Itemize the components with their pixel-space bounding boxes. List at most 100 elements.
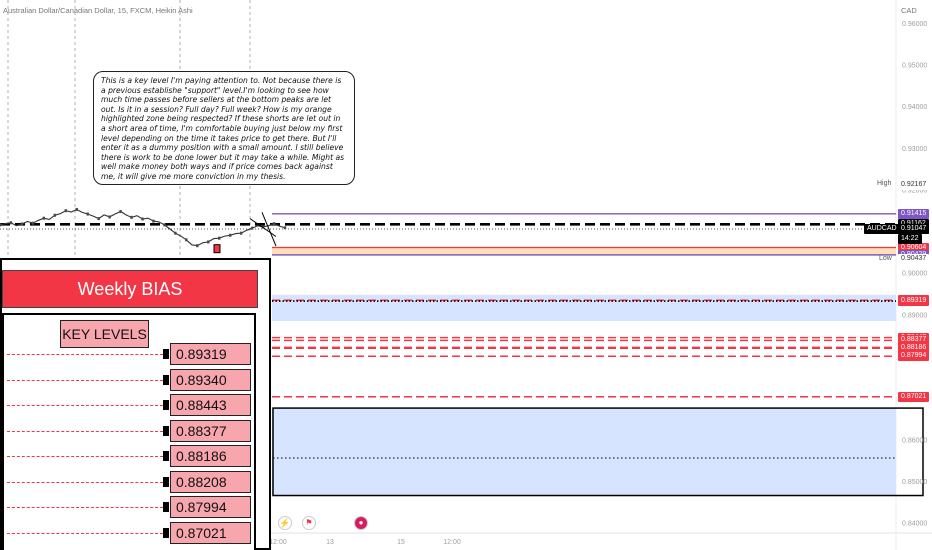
price-zones xyxy=(272,248,924,497)
lightning-icon[interactable]: ⚡ xyxy=(278,516,292,530)
x-tick-label: 15 xyxy=(397,539,405,546)
price-candle xyxy=(283,226,287,230)
key-level-row: 0.89319 xyxy=(5,343,251,365)
analysis-note[interactable]: This is a key level I'm paying attention… xyxy=(93,71,355,185)
key-level-marker xyxy=(163,425,169,436)
current-price: 0.91047 xyxy=(898,224,930,234)
key-levels-title: KEY LEVELS xyxy=(60,320,149,348)
price-candle xyxy=(272,222,276,226)
key-level-dash xyxy=(7,481,163,483)
price-candle xyxy=(108,215,111,219)
price-series xyxy=(0,207,287,254)
symbol-badge[interactable]: AUDCAD xyxy=(864,224,900,234)
currency-label: CAD xyxy=(901,6,917,15)
price-candle xyxy=(130,215,133,219)
key-level-marker xyxy=(163,349,169,359)
x-tick-label: 12:00 xyxy=(443,539,461,546)
key-level-marker xyxy=(163,476,169,487)
flag-icon[interactable]: ⚑ xyxy=(302,516,316,530)
price-candle xyxy=(42,216,46,220)
price-candle xyxy=(185,238,188,242)
high-value: 0.92167 xyxy=(898,180,930,190)
y-tick-label: 0.85000 xyxy=(902,479,927,486)
price-candle xyxy=(228,233,232,237)
y-tick-label: 0.89000 xyxy=(902,312,927,319)
key-level-marker xyxy=(163,451,169,461)
chart-title: Australian Dollar/Canadian Dollar, 15, F… xyxy=(3,6,193,15)
key-level-dash xyxy=(7,532,163,534)
key-level-row: 0.88377 xyxy=(5,419,251,442)
weekly-bias-label[interactable]: Weekly BIAS xyxy=(2,270,258,308)
y-tick-label: 0.93000 xyxy=(902,146,927,153)
price-line xyxy=(0,208,286,247)
price-scale-label: 0.88186 xyxy=(898,343,930,354)
x-tick-label: 13 xyxy=(326,539,334,546)
key-level-dash xyxy=(7,354,163,355)
price-candle xyxy=(218,236,221,240)
y-tick-label: 0.90000 xyxy=(902,271,927,278)
key-level-dash xyxy=(7,379,163,381)
key-level-value: 0.87021 xyxy=(170,521,251,544)
low-value: 0.90437 xyxy=(898,254,930,264)
price-scale-label: 0.90604 xyxy=(898,242,930,253)
y-tick-label: 0.95000 xyxy=(902,63,927,70)
price-candle xyxy=(64,209,67,213)
price-candle xyxy=(239,231,243,235)
bar-countdown: 14:22 xyxy=(898,234,922,244)
y-tick-label: 0.86000 xyxy=(902,437,927,444)
key-level-dash xyxy=(7,430,163,432)
y-tick-label: 0.84000 xyxy=(902,521,927,528)
price-scale-label: 0.87994 xyxy=(898,351,930,362)
price-candle xyxy=(86,212,89,216)
key-level-value: 0.88377 xyxy=(170,419,251,442)
price-scale-label: 0.89319 xyxy=(898,296,930,307)
key-level-value: 0.88443 xyxy=(170,394,251,416)
low-label: Low xyxy=(879,255,892,262)
low-marker xyxy=(213,244,221,254)
price-candle xyxy=(53,213,57,217)
price-scale-label: 0.88377 xyxy=(898,335,930,346)
price-candle xyxy=(97,217,100,221)
price-candle xyxy=(250,226,254,230)
price-candle xyxy=(75,207,78,211)
price-candle xyxy=(119,210,122,214)
key-level-row: 0.88208 xyxy=(5,470,251,493)
key-level-row: 0.87021 xyxy=(5,521,251,544)
key-level-marker xyxy=(163,527,169,538)
price-candle xyxy=(20,222,24,226)
key-level-dash xyxy=(7,507,163,508)
key-level-marker xyxy=(163,502,169,512)
price-scale-label: 0.87021 xyxy=(898,391,930,402)
horizontal-levels xyxy=(0,213,896,398)
price-candle xyxy=(9,221,13,225)
y-tick-label: 0.92000 xyxy=(902,187,927,194)
key-level-dash xyxy=(7,405,163,406)
price-candle xyxy=(207,240,210,244)
key-level-value: 0.88186 xyxy=(170,445,251,467)
x-tick-label: 12:00 xyxy=(269,539,287,546)
zone-2 xyxy=(272,408,896,496)
price-candle xyxy=(31,221,35,225)
price-candle xyxy=(141,217,144,221)
price-candle xyxy=(163,223,166,227)
key-level-value: 0.89340 xyxy=(170,368,251,391)
key-level-value: 0.88208 xyxy=(170,470,251,493)
earnings-icon[interactable]: ● xyxy=(354,516,368,530)
key-level-marker xyxy=(163,374,169,385)
key-level-row: 0.89340 xyxy=(5,368,251,391)
key-level-row: 0.88186 xyxy=(5,445,251,467)
high-label: High xyxy=(877,180,892,187)
price-candle xyxy=(152,219,155,223)
key-level-row: 0.88443 xyxy=(5,394,251,416)
key-level-marker xyxy=(163,400,169,410)
lower-zone-frame xyxy=(272,407,924,497)
key-level-row: 0.87994 xyxy=(5,496,251,518)
zone-0 xyxy=(272,248,896,255)
y-tick-label: 0.96000 xyxy=(902,21,927,28)
price-candle xyxy=(261,225,265,229)
callout-pointer xyxy=(261,212,277,247)
y-tick-label: 0.94000 xyxy=(902,104,927,111)
key-level-value: 0.87994 xyxy=(170,496,251,518)
key-level-dash xyxy=(7,456,163,457)
